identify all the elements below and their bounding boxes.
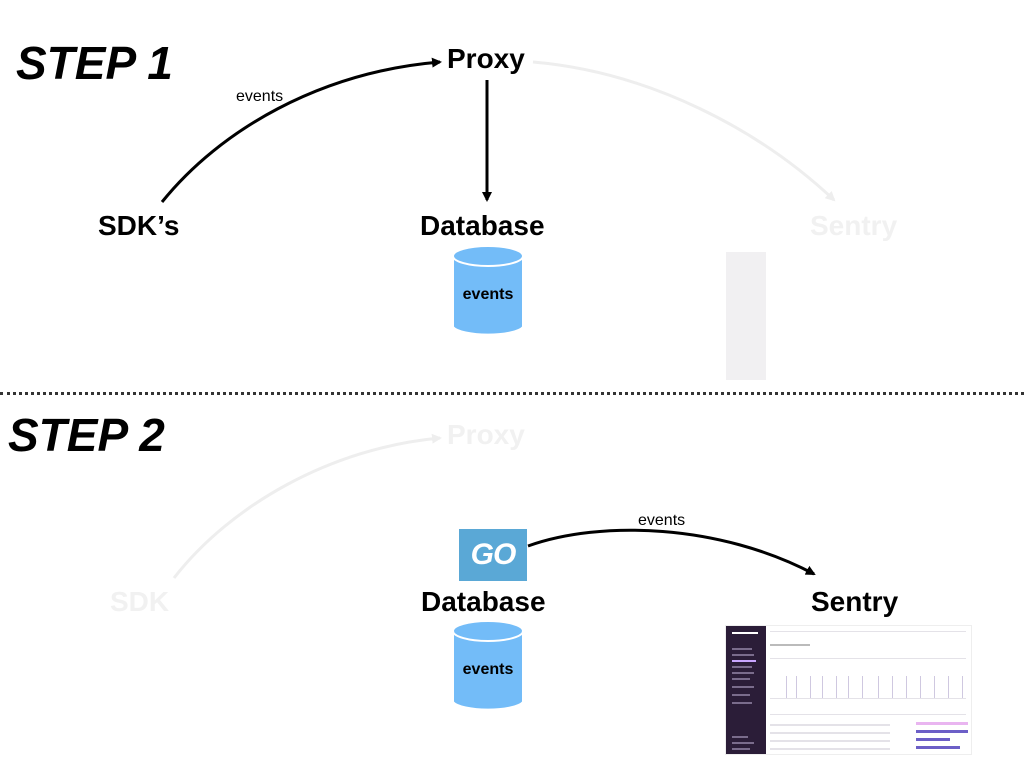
step2-title: STEP 2	[8, 409, 165, 461]
step2-database-cylinder: events	[452, 620, 524, 711]
step1-database-events-label: events	[463, 286, 514, 303]
step2-sentry-node: Sentry	[811, 586, 899, 617]
step1-arrow-sdks-to-proxy	[160, 57, 442, 203]
step2-arrow-sdk-to-proxy-faded	[172, 433, 442, 579]
step2-arrow-database-to-sentry	[527, 528, 816, 576]
step2-sdk-node-faded: SDK	[110, 586, 170, 617]
sentry-screenshot	[726, 626, 971, 754]
step1-arrow-proxy-to-sentry-faded	[532, 60, 836, 202]
step1-sentry-screenshot-faded	[726, 252, 971, 380]
step2-proxy-node-faded: Proxy	[447, 419, 525, 450]
step2-database-events-label: events	[463, 661, 514, 678]
go-logo-text: GO	[470, 538, 517, 571]
step1-database-cylinder: events	[452, 245, 524, 336]
step1-title: STEP 1	[16, 37, 173, 89]
step1-events-edge-label: events	[236, 88, 284, 105]
step1-sdks-node: SDK’s	[98, 210, 180, 241]
go-logo: GO	[459, 529, 527, 581]
step1-proxy-node: Proxy	[447, 43, 525, 74]
step1-database-node: Database	[420, 210, 545, 241]
step2-events-edge-label: events	[638, 512, 686, 529]
step2-database-node: Database	[421, 586, 546, 617]
step-divider	[0, 392, 1024, 395]
step1-sentry-node-faded: Sentry	[810, 210, 898, 241]
